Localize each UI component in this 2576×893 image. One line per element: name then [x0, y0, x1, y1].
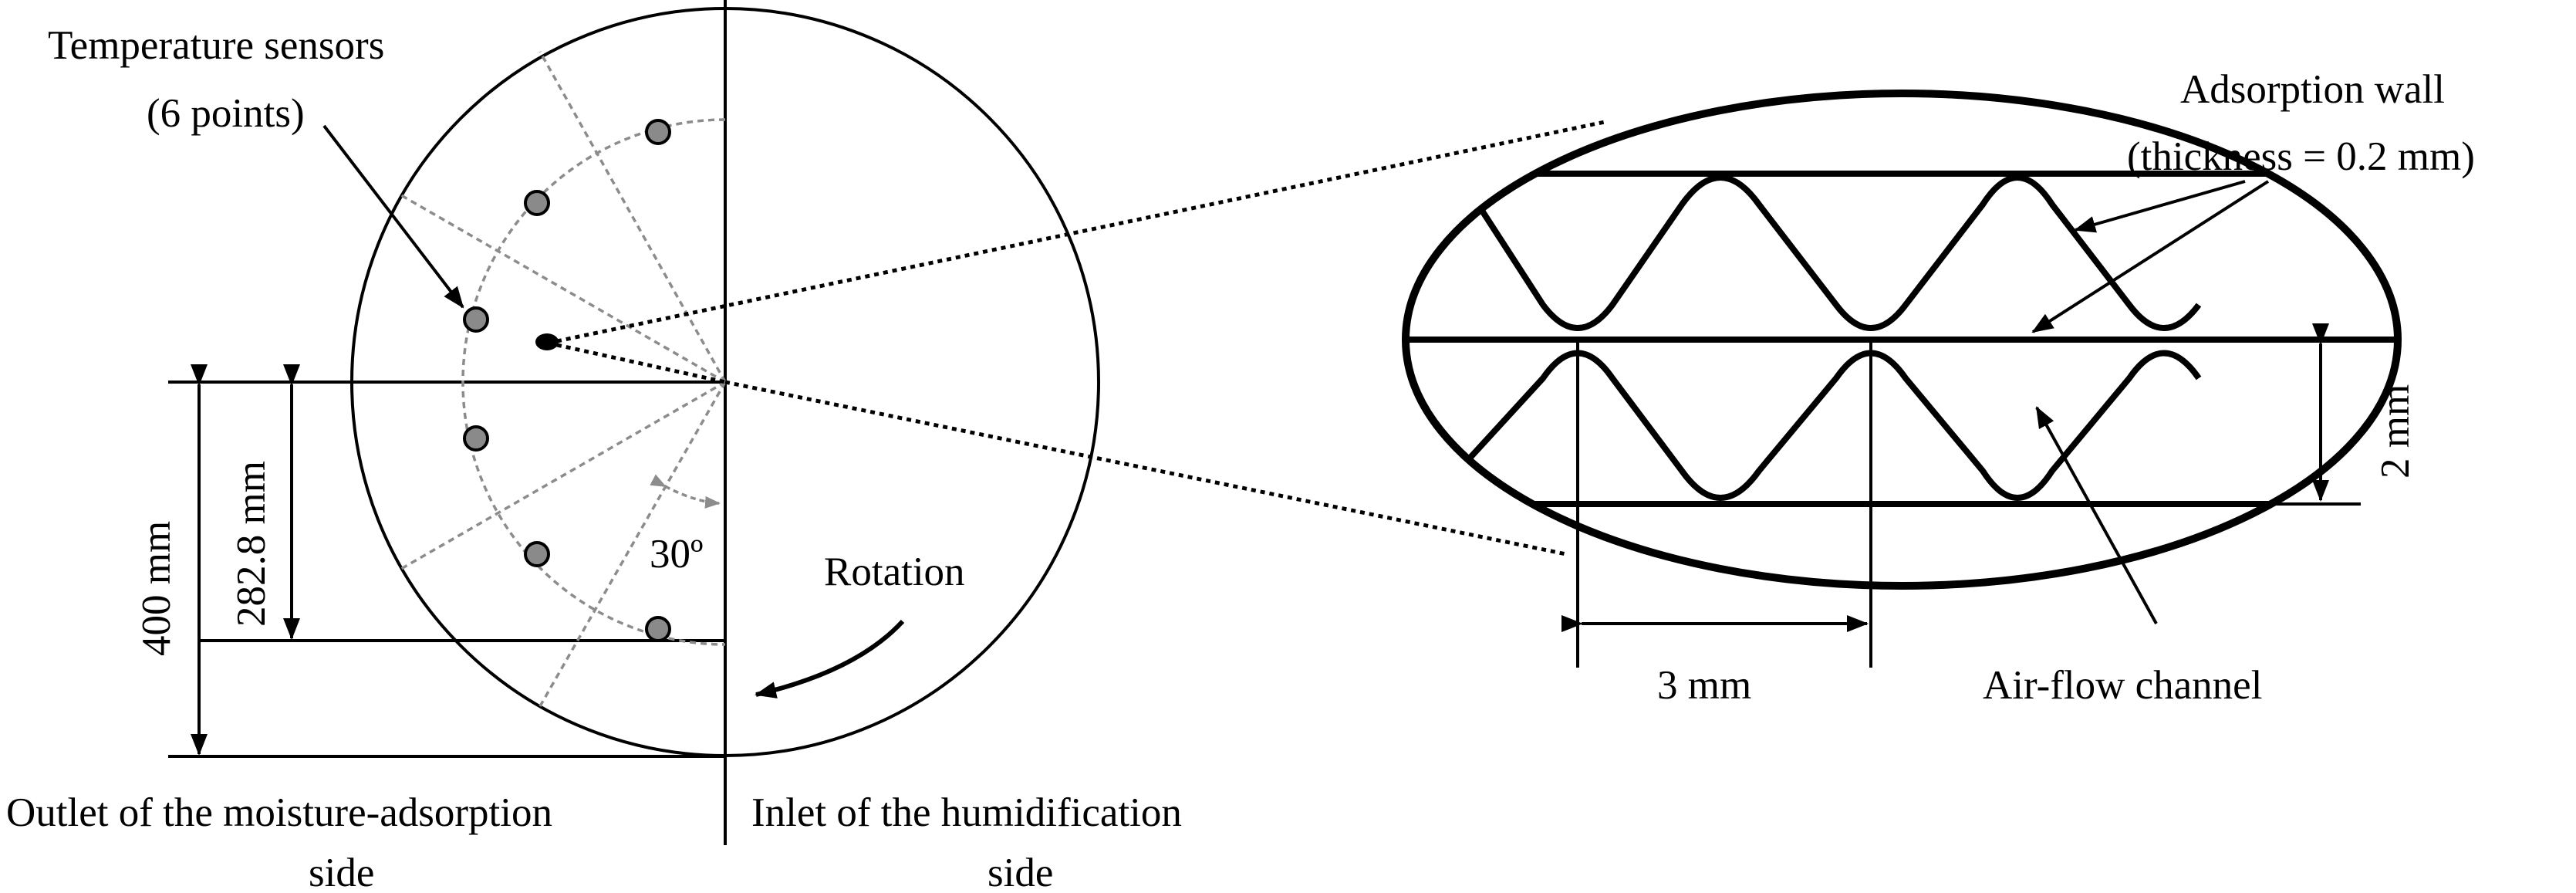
- sensor-point: [524, 541, 550, 567]
- inlet-label-line1: Inlet of the humidification: [751, 790, 1182, 835]
- outlet-label-line1: Outlet of the moisture-adsorption: [6, 790, 552, 835]
- temperature-sensors-label: Temperature sensors: [48, 23, 384, 68]
- dimension-3mm: [1561, 340, 1872, 668]
- zoom-line-lower: [724, 380, 1567, 556]
- dimension-282mm-label: 282.8 mm: [229, 461, 274, 627]
- corrugation-lower: [1456, 350, 2202, 501]
- corrugation-upper: [1455, 171, 2202, 331]
- guide-line: [538, 381, 727, 707]
- detail-outline: [1402, 90, 2402, 590]
- adsorption-wall-label: Adsorption wall: [2180, 67, 2445, 112]
- angle-30-label: 30º: [650, 532, 703, 577]
- angle-guides: [400, 51, 727, 707]
- sample-spot: [535, 333, 559, 350]
- temperature-sensors: [463, 119, 671, 642]
- rotation-arrow: [755, 619, 905, 699]
- six-points-label: (6 points): [147, 91, 305, 136]
- guide-line: [400, 381, 726, 570]
- dimension-2mm-label: 2 mm: [2373, 384, 2418, 479]
- sensor-point: [645, 119, 671, 145]
- rotor: [168, 0, 1100, 845]
- wall-thickness-label: (thickness = 0.2 mm): [2127, 134, 2475, 179]
- wall-leader-arrow: [2074, 180, 2246, 233]
- guide-line: [400, 194, 726, 384]
- zoom-line-upper: [556, 120, 1605, 343]
- guide-line: [538, 51, 727, 383]
- sensor-arc: [461, 118, 726, 646]
- outlet-label-line2: side: [309, 851, 374, 893]
- channel-leader-arrow: [2035, 406, 2158, 624]
- inlet-label-line2: side: [988, 851, 1053, 893]
- sensor-point: [645, 616, 671, 642]
- wall-leader-arrow: [2031, 180, 2270, 333]
- sensor-point: [524, 190, 550, 216]
- angle-30-arc: [650, 474, 721, 509]
- dimension-2mm: [2199, 323, 2361, 506]
- sensor-point: [463, 306, 489, 333]
- zoom-line-middle: [556, 343, 726, 384]
- dimension-400mm-label: 400 mm: [134, 521, 179, 656]
- dimension-3mm-label: 3 mm: [1657, 663, 1751, 708]
- sensor-point: [463, 425, 489, 452]
- sensors-leader-arrow: [322, 124, 464, 309]
- rotation-label: Rotation: [824, 550, 965, 594]
- air-flow-channel-label: Air-flow channel: [1983, 663, 2262, 708]
